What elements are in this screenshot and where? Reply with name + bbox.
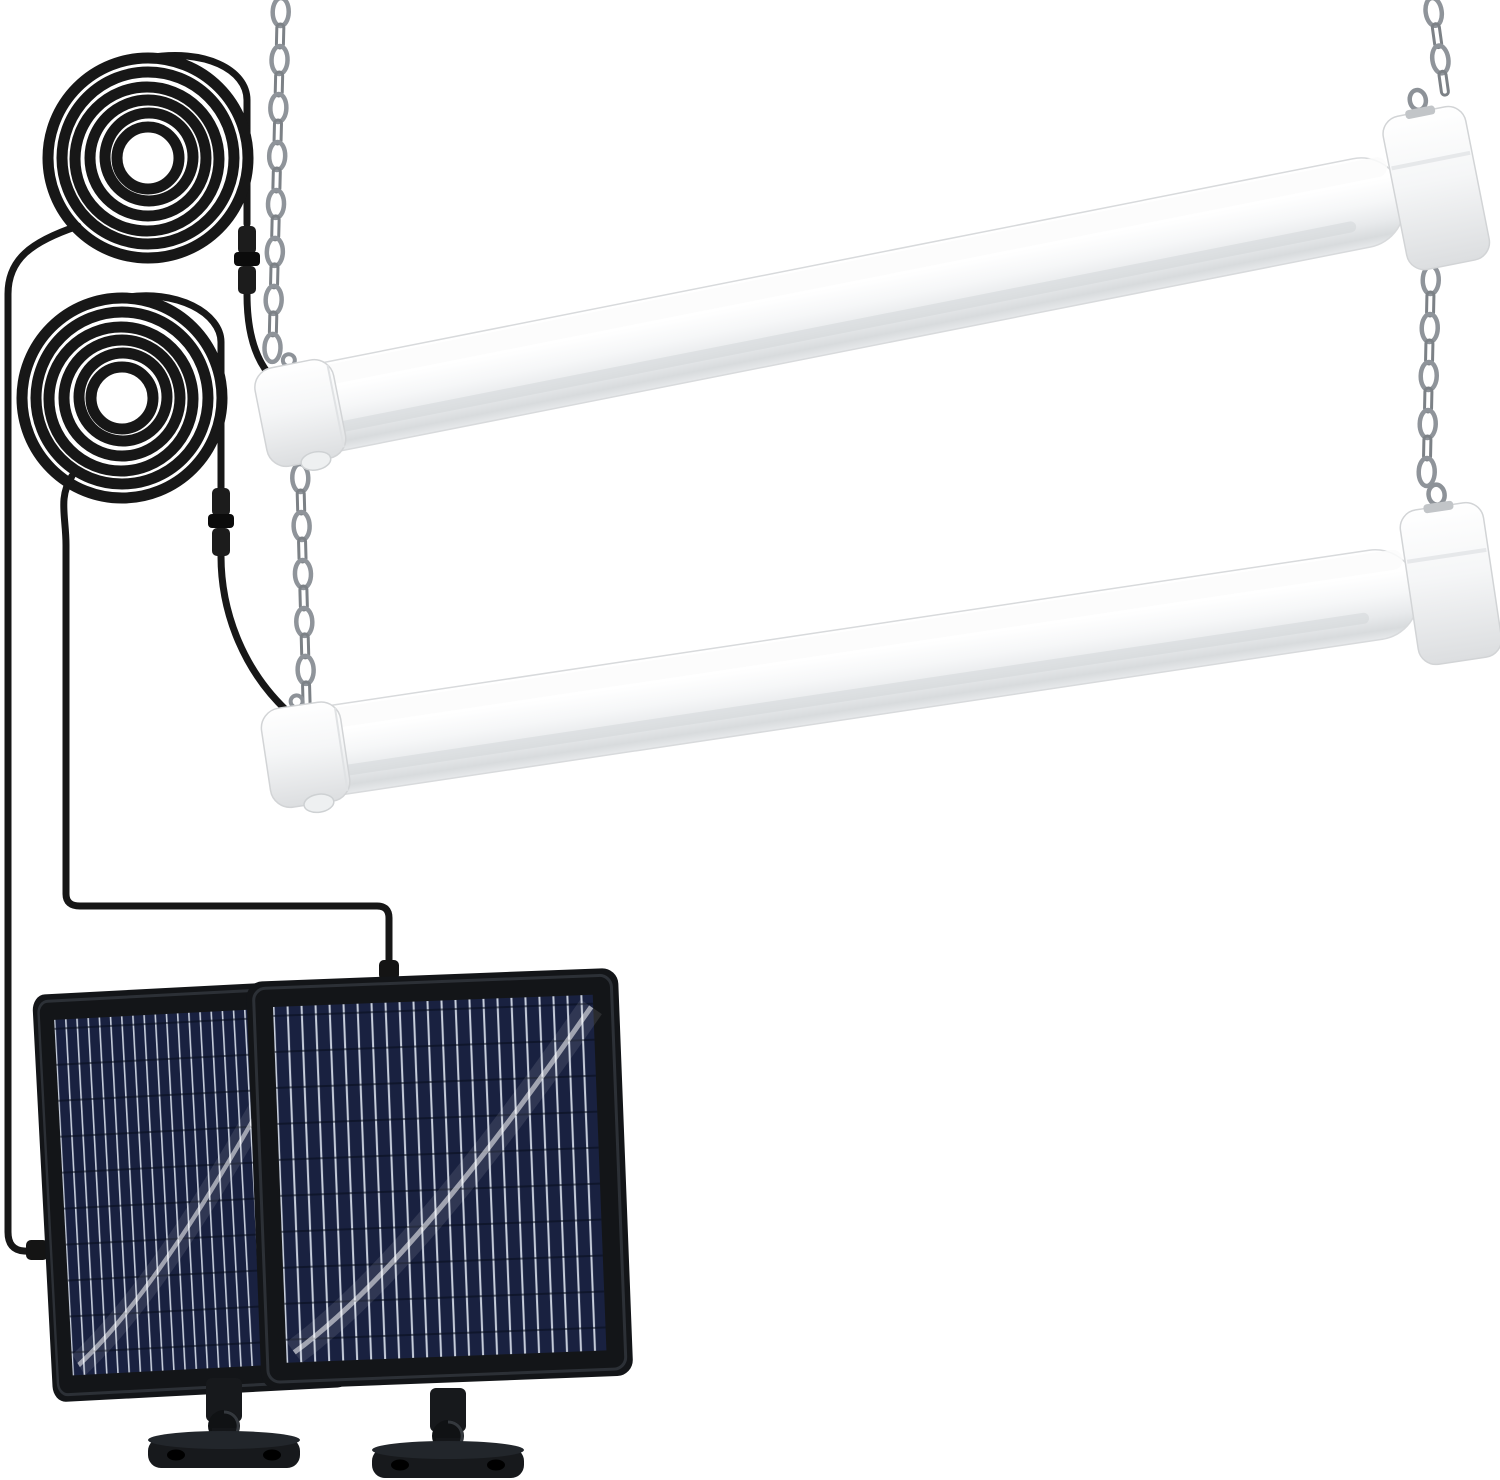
chain-link bbox=[1430, 44, 1450, 74]
connector-barrel bbox=[212, 488, 230, 516]
chain-link bbox=[272, 0, 289, 26]
chain-bottom-right bbox=[1418, 266, 1439, 486]
wire-connector2-to-bottom-light bbox=[217, 552, 290, 714]
chain-link bbox=[264, 334, 281, 362]
chain-top-left bbox=[264, 0, 289, 362]
coil-ring bbox=[42, 52, 254, 264]
mount-arm bbox=[206, 1378, 242, 1422]
chain-top-right bbox=[1424, 0, 1453, 98]
connector-ring bbox=[208, 514, 234, 528]
chain-link bbox=[1419, 410, 1436, 438]
chain-link bbox=[1421, 314, 1438, 342]
cable-connector-top bbox=[234, 226, 260, 294]
left-panel-cable-port bbox=[26, 1240, 48, 1260]
cable-coil-bottom bbox=[16, 292, 228, 504]
coil-ring bbox=[58, 334, 186, 462]
coil-ring bbox=[16, 292, 228, 504]
connector-barrel bbox=[238, 226, 256, 254]
coil-ring bbox=[30, 306, 214, 490]
chain-link bbox=[269, 142, 286, 170]
mount-base-top-face bbox=[372, 1441, 524, 1459]
chain-link bbox=[1418, 458, 1435, 486]
chain-link bbox=[265, 286, 282, 314]
coil-ring bbox=[111, 121, 185, 195]
coil-ring bbox=[43, 321, 199, 477]
chain-link bbox=[267, 238, 284, 266]
chain-link bbox=[271, 46, 288, 74]
cable-connector-bottom bbox=[208, 488, 234, 556]
coil-ring bbox=[85, 361, 159, 435]
mount-base-top-face bbox=[148, 1431, 300, 1449]
led-light-bottom bbox=[251, 478, 1500, 837]
chain-link bbox=[297, 656, 314, 684]
connector-ring bbox=[234, 252, 260, 266]
coil-ring bbox=[69, 81, 225, 237]
mount-screw-hole bbox=[263, 1449, 281, 1461]
chain-link bbox=[270, 94, 287, 122]
solar-panel-right bbox=[246, 968, 633, 1390]
coil-ring bbox=[56, 66, 240, 250]
mount-screw-hole bbox=[167, 1449, 185, 1461]
wire-coil2-to-right-panel bbox=[60, 472, 393, 976]
connector-barrel bbox=[238, 266, 256, 294]
led-light-top bbox=[242, 82, 1493, 497]
chain-bottom-left bbox=[292, 464, 315, 708]
cable-coil-top bbox=[42, 52, 254, 264]
right-panel-cable-port bbox=[379, 960, 399, 980]
mount-screw-hole bbox=[391, 1459, 409, 1471]
mount-arm bbox=[430, 1388, 466, 1432]
chain-link bbox=[295, 560, 312, 588]
panel-mount-right bbox=[372, 1388, 524, 1478]
connector-barrel bbox=[212, 528, 230, 556]
chain-link bbox=[296, 608, 313, 636]
chain-link bbox=[268, 190, 285, 218]
panel-mount-left bbox=[148, 1378, 300, 1468]
mount-screw-hole bbox=[487, 1459, 505, 1471]
coil-ring bbox=[84, 94, 212, 222]
wire-coil1-to-left-panel bbox=[4, 222, 82, 1256]
coil-ring bbox=[99, 107, 199, 207]
coil-ring bbox=[73, 347, 173, 447]
chain-link bbox=[1420, 362, 1437, 390]
chain-link bbox=[293, 512, 310, 540]
